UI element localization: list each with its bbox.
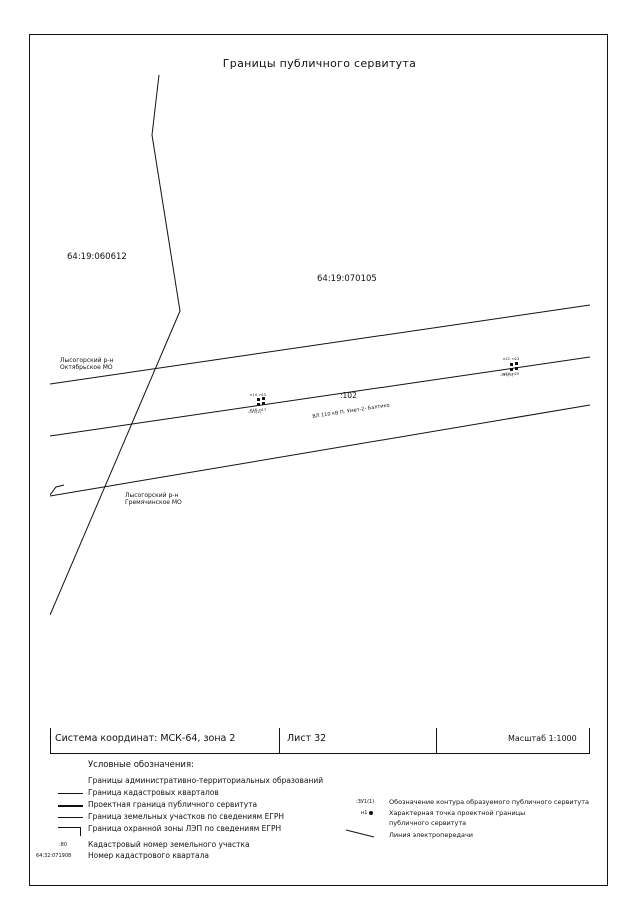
legend-symbol-block-number: 64:32:071908 bbox=[36, 853, 72, 859]
admin-boundary-line bbox=[50, 75, 181, 616]
legend-contour: Обозначение контура образуемого публично… bbox=[389, 798, 590, 806]
legend-symbol-easement-boundary bbox=[58, 805, 83, 807]
map-area: 64:19:060612 64:19:070105 Лысогорский р-… bbox=[50, 75, 590, 728]
corridor-line-upper bbox=[50, 356, 590, 437]
corridor-line-top bbox=[50, 304, 590, 385]
district-label-bottom: Лысогорский р-н Гремячинское МО bbox=[125, 492, 182, 506]
legend-symbol-block-boundary bbox=[58, 793, 83, 794]
point-labels-left-top: н14 н15 bbox=[250, 393, 267, 397]
parcel-number: :102 bbox=[340, 391, 357, 400]
map-drawing bbox=[50, 75, 590, 616]
scale: Масштаб 1:1000 bbox=[508, 734, 577, 743]
legend-point-line1: Характерная точка проектной границы bbox=[389, 809, 526, 817]
legend-symbol-powerline bbox=[346, 829, 375, 838]
title-block: Система координат: МСК-64, зона 2 Лист 3… bbox=[50, 728, 590, 754]
point-labels-right-bottom: н24 н25 bbox=[503, 372, 520, 376]
legend-protection-zone: Граница охранной зоны ЛЭП по сведениям Е… bbox=[88, 824, 282, 833]
point-cluster-right bbox=[510, 362, 518, 371]
legend-symbol-protection-zone bbox=[58, 827, 81, 836]
legend-symbol-contour: :ЗУ1(1) bbox=[356, 799, 375, 805]
drawing-sheet: Границы публичного сервитута bbox=[29, 34, 608, 886]
corridor-line-lower bbox=[50, 404, 590, 497]
block-number-east: 64:19:070105 bbox=[317, 274, 377, 284]
page-title: Границы публичного сервитута bbox=[222, 57, 417, 70]
sheet-number: Лист 32 bbox=[287, 733, 327, 744]
coordinate-system: Система координат: МСК-64, зона 2 bbox=[55, 733, 236, 744]
legend-title: Условные обозначения: bbox=[88, 760, 194, 770]
contour-label-left: :ЗУ1(2) bbox=[248, 410, 262, 414]
district-label-top: Лысогорский р-н Октябрьское МО bbox=[60, 357, 114, 371]
legend-admin-boundary: Границы административно-территориальных … bbox=[88, 776, 324, 785]
contour-label-right: :ЗУ1(3) bbox=[500, 373, 514, 377]
legend-parcel-boundary: Граница земельных участков по сведениям … bbox=[88, 812, 285, 821]
legend-point-line2: публичного сервитута bbox=[389, 819, 467, 827]
legend-block-boundary: Граница кадастровых кварталов bbox=[88, 788, 219, 797]
legend-easement-boundary: Проектная граница публичного сервитута bbox=[88, 800, 258, 809]
point-labels-right-top: н22 н23 bbox=[503, 357, 520, 361]
legend-block-number: Номер кадастрового квартала bbox=[88, 851, 209, 860]
point-cluster-left bbox=[257, 397, 265, 406]
boundary-stub bbox=[50, 484, 65, 496]
legend-powerline: Линия электропередачи bbox=[389, 831, 474, 839]
legend-symbol-parcel-number: :80 bbox=[59, 842, 68, 848]
legend-parcel-number: Кадастровый номер земельного участка bbox=[88, 840, 250, 849]
block-number-west: 64:19:060612 bbox=[67, 252, 127, 262]
legend-symbol-parcel-boundary bbox=[58, 817, 83, 818]
legend-symbol-point: н1 bbox=[361, 810, 374, 816]
point-labels-left-bottom: н16 н17 bbox=[250, 408, 267, 412]
